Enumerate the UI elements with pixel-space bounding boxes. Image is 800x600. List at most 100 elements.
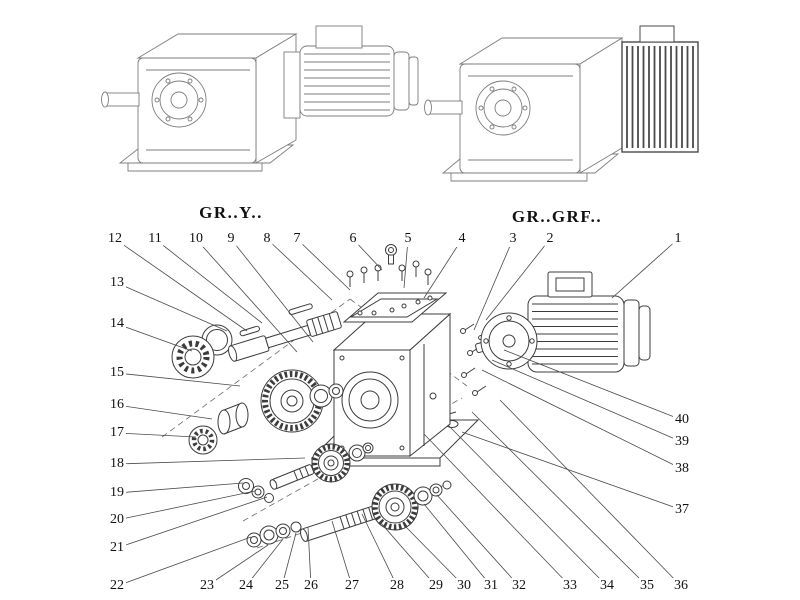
leader-line-17 [116, 432, 197, 438]
leader-line-11 [154, 238, 263, 324]
output-shaft-stub [427, 100, 463, 115]
leader-line-39 [491, 359, 683, 443]
intermediate-gear [311, 442, 374, 483]
part-number-25: 25 [273, 578, 291, 594]
eye-bolt [385, 244, 397, 265]
part-number-38: 38 [673, 461, 691, 477]
leader-line-32 [436, 494, 520, 587]
leader-line-35 [471, 411, 648, 587]
variant-label-gr-y: GR..Y.. [199, 203, 263, 222]
part-number-20: 20 [108, 512, 126, 528]
part-number-31: 31 [482, 578, 500, 594]
shaft-key [288, 303, 313, 315]
leader-line-13 [116, 282, 228, 332]
leader-line-5 [403, 238, 409, 289]
shaft-key [239, 325, 260, 337]
leader-line-8 [266, 238, 333, 301]
leader-line-9 [230, 238, 314, 343]
input-cover [151, 72, 207, 128]
variant-label-gr-grf: GR..GRF.. [511, 207, 603, 226]
part-number-37: 37 [673, 502, 691, 518]
part-number-12: 12 [106, 231, 124, 247]
output-shaft-stub [104, 92, 140, 107]
intermediate-pinion-shaft [238, 464, 315, 503]
part-number-1: 1 [672, 231, 684, 247]
assembled-view-gr-y-drawing [101, 25, 419, 172]
leader-line-14 [116, 323, 193, 352]
part-number-17: 17 [108, 425, 126, 441]
motor-body [299, 45, 395, 117]
leader-line-19 [116, 482, 244, 494]
leader-line-22 [116, 536, 252, 587]
leader-line-40 [503, 349, 683, 421]
leader-line-1 [611, 238, 679, 299]
part-number-6: 6 [347, 231, 359, 247]
leader-line-34 [447, 424, 608, 587]
fan-cover [638, 305, 651, 361]
input-gear [371, 483, 419, 531]
sleeve-bushing [217, 402, 249, 435]
part-number-8: 8 [261, 231, 273, 247]
part-number-24: 24 [237, 578, 255, 594]
part-number-21: 21 [108, 540, 126, 556]
part-number-11: 11 [146, 231, 164, 247]
output-shaft [228, 303, 342, 362]
part-number-16: 16 [108, 397, 126, 413]
part-number-9: 9 [225, 231, 237, 247]
part-number-34: 34 [598, 578, 616, 594]
leader-line-3 [473, 238, 514, 331]
leader-line-4 [423, 238, 463, 299]
leader-line-2 [485, 238, 551, 321]
exploded-view-drawing [161, 244, 651, 549]
fan-cover [408, 56, 419, 106]
leader-line-28 [361, 513, 398, 587]
part-number-26: 26 [302, 578, 320, 594]
motor-flange [480, 312, 538, 370]
leader-line-10 [195, 238, 298, 353]
leader-line-21 [116, 496, 268, 549]
leader-line-23 [206, 544, 269, 587]
gear-housing [332, 312, 452, 458]
part-number-2: 2 [544, 231, 556, 247]
leader-line-16 [116, 404, 213, 420]
part-number-3: 3 [507, 231, 519, 247]
leader-line-25 [281, 532, 297, 587]
motor-end-shield [623, 299, 640, 367]
intermediate-bearing [188, 425, 218, 455]
part-number-4: 4 [456, 231, 468, 247]
part-number-30: 30 [455, 578, 473, 594]
leader-line-31 [423, 503, 492, 587]
leader-line-15 [116, 372, 241, 387]
leader-line-37 [461, 431, 683, 511]
leader-line-18 [116, 457, 306, 465]
leader-line-7 [296, 238, 351, 291]
part-number-40: 40 [673, 412, 691, 428]
leader-line-26 [307, 526, 312, 587]
part-number-15: 15 [108, 365, 126, 381]
part-number-32: 32 [510, 578, 528, 594]
part-number-13: 13 [108, 275, 126, 291]
leader-line-20 [116, 490, 256, 521]
motor [480, 271, 651, 373]
part-number-10: 10 [187, 231, 205, 247]
terminal-box [315, 25, 363, 49]
oil-plug [429, 392, 437, 400]
leader-line-38 [481, 369, 683, 470]
leader-line-29 [379, 521, 437, 587]
part-number-19: 19 [108, 485, 126, 501]
assembled-view-gr-grf-drawing [424, 25, 699, 182]
part-number-14: 14 [108, 316, 126, 332]
output-bearing [171, 335, 215, 379]
part-number-28: 28 [388, 578, 406, 594]
part-number-18: 18 [108, 456, 126, 472]
motor-adapter [283, 51, 301, 119]
part-number-33: 33 [561, 578, 579, 594]
part-number-5: 5 [402, 231, 414, 247]
part-number-29: 29 [427, 578, 445, 594]
leader-line-27 [331, 520, 353, 587]
leader-line-30 [405, 526, 465, 587]
spacer-rings [309, 383, 344, 408]
leader-line-33 [423, 433, 571, 587]
